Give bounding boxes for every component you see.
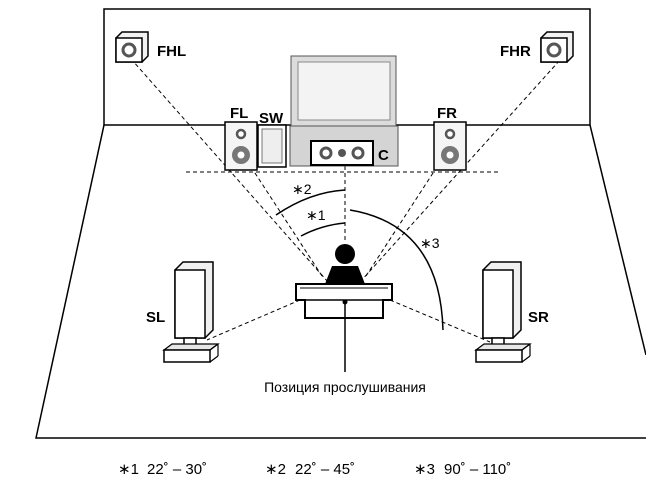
surround-right-speaker [474, 261, 532, 363]
sofa [295, 283, 393, 319]
speaker-direction-lines [131, 59, 561, 343]
angle-marker-1: ∗1 [306, 207, 326, 223]
footnote-range-3: 90˚ – 110˚ [444, 461, 511, 478]
front-right-speaker [433, 121, 467, 171]
speaker-label-fhl: FHL [157, 43, 186, 60]
speaker-label-fl: FL [230, 105, 248, 122]
footnote-mark-2: ∗2 [265, 461, 286, 478]
speaker-label-fhr: FHR [500, 43, 531, 60]
front-height-right-speaker [540, 31, 574, 63]
speaker-label-sw: SW [259, 110, 284, 127]
footnote-mark-1: ∗1 [118, 461, 139, 478]
footnote-mark-3: ∗3 [414, 461, 435, 478]
angle-footnotes: ∗1 22˚ – 30˚ ∗2 22˚ – 45˚ ∗3 90˚ – 110˚ [118, 461, 511, 478]
speaker-label-sl: SL [146, 309, 165, 326]
angle-marker-2: ∗2 [292, 181, 312, 197]
footnote-range-2: 22˚ – 45˚ [295, 461, 355, 478]
front-height-left-speaker [115, 31, 149, 63]
footnote-range-1: 22˚ – 30˚ [147, 461, 207, 478]
angle-arcs [275, 189, 444, 331]
speaker-label-sr: SR [528, 309, 549, 326]
listener [325, 244, 365, 284]
front-left-speaker [224, 121, 258, 171]
subwoofer [257, 124, 287, 168]
center-speaker [310, 140, 374, 166]
angle-marker-3: ∗3 [420, 235, 440, 251]
listening-position-label: Позиция прослушивания [264, 379, 426, 395]
surround-left-speaker [162, 261, 220, 363]
speaker-label-c: C [378, 147, 389, 164]
speaker-label-fr: FR [437, 105, 457, 122]
television [289, 55, 399, 167]
